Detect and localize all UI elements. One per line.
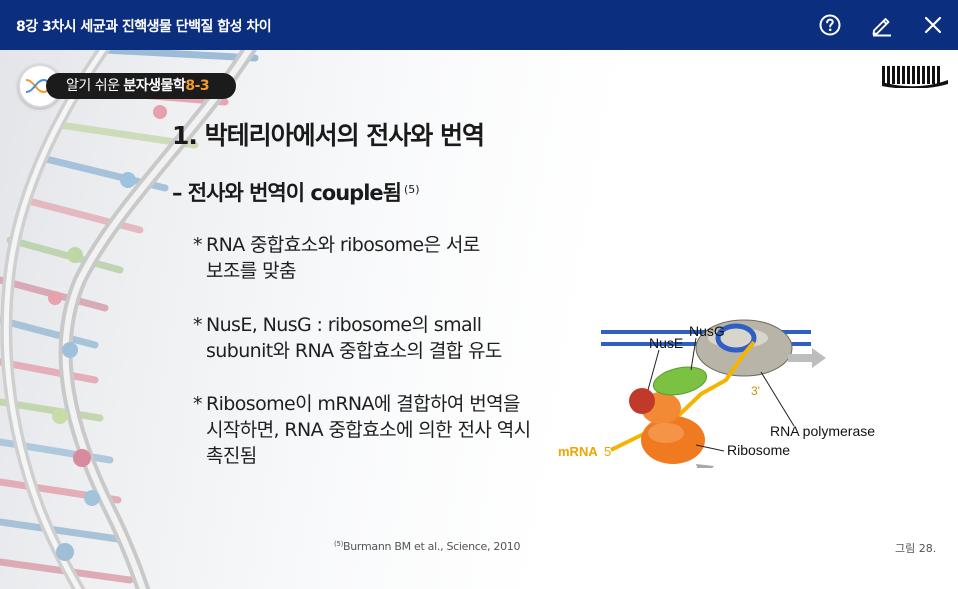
course-chapter-number: 8-3 bbox=[185, 78, 210, 94]
transcription-translation-diagram: NusG NusE 3' RNA polymerase mRNA 5' Ribo… bbox=[558, 319, 875, 468]
top-bar: 8강 3차시 세균과 진핵생물 단백질 합성 차이 bbox=[0, 0, 958, 50]
lecture-title: 8강 3차시 세균과 진핵생물 단백질 합성 차이 bbox=[16, 19, 272, 35]
citation-reference-number: (5) bbox=[334, 540, 344, 548]
subheading-text: – 전사와 번역이 couple됨 bbox=[172, 181, 402, 205]
subheading-reference: (5) bbox=[403, 183, 420, 196]
reference-citation: (5)Burmann BM et al., Science, 2010 bbox=[334, 540, 520, 553]
label-ribosome: Ribosome bbox=[727, 442, 790, 458]
bullet-item: * Ribosome이 mRNA에 결합하여 번역을 시작하면, RNA 중합효… bbox=[193, 391, 531, 469]
label-rna-polymerase: RNA polymerase bbox=[770, 423, 875, 439]
course-brand: 알기 쉬운 분자생물학8-3 bbox=[18, 64, 236, 108]
label-nusg: NusG bbox=[689, 323, 725, 339]
label-mrna: mRNA bbox=[558, 444, 598, 459]
nuse-protein-shape bbox=[629, 388, 655, 414]
slide-heading: 1. 박테리아에서의 전사와 번역 bbox=[172, 121, 485, 150]
publisher-logo-icon bbox=[882, 66, 948, 88]
label-five-prime: 5' bbox=[604, 444, 614, 459]
label-three-prime: 3' bbox=[751, 384, 760, 398]
course-title-name: 분자생물학 bbox=[123, 78, 186, 94]
citation-text: Burmann BM et al., Science, 2010 bbox=[343, 540, 521, 553]
help-circle-icon bbox=[819, 14, 841, 36]
close-button[interactable] bbox=[921, 13, 945, 37]
pencil-icon bbox=[872, 18, 891, 37]
ribosome-pointer bbox=[695, 444, 725, 452]
bullet-item: * NusE, NusG : ribosome의 small subunit와 … bbox=[193, 312, 502, 364]
figure-number: 그림 28. bbox=[895, 542, 937, 555]
bullet-mark: * bbox=[193, 234, 203, 256]
rna-polymerase-pointer bbox=[760, 371, 795, 427]
nuse-pointer bbox=[647, 349, 660, 391]
close-icon bbox=[924, 16, 942, 34]
bullet-mark: * bbox=[193, 393, 203, 415]
bullet-text: NusE, NusG : ribosome의 small subunit와 RN… bbox=[206, 314, 502, 362]
nusg-pointer bbox=[690, 337, 697, 371]
slide-subheading: – 전사와 번역이 couple됨(5) bbox=[172, 177, 420, 207]
lecture-slide: 알기 쉬운 분자생물학8-3 1. 박테리아에서의 전사와 번역 – 전사와 번… bbox=[0, 50, 958, 589]
course-title-prefix: 알기 쉬운 bbox=[66, 78, 124, 94]
edit-button[interactable] bbox=[870, 13, 894, 37]
bullet-text: RNA 중합효소와 ribosome은 서로 보조를 맞춤 bbox=[206, 234, 480, 282]
course-title: 알기 쉬운 분자생물학8-3 bbox=[46, 73, 236, 99]
label-nuse: NusE bbox=[649, 335, 683, 351]
bullet-mark: * bbox=[193, 314, 203, 336]
nusg-protein-shape bbox=[652, 366, 708, 396]
polymerase-direction-arrow bbox=[788, 348, 826, 368]
transcription-bubble bbox=[715, 323, 757, 353]
dna-helix-illustration bbox=[0, 50, 259, 589]
help-button[interactable] bbox=[818, 13, 842, 37]
ribosome-direction-arrow bbox=[696, 464, 714, 468]
bullet-item: * RNA 중합효소와 ribosome은 서로 보조를 맞춤 bbox=[193, 232, 480, 284]
ribosome-highlight bbox=[648, 423, 684, 443]
bullet-text: Ribosome이 mRNA에 결합하여 번역을 시작하면, RNA 중합효소에… bbox=[206, 393, 531, 467]
